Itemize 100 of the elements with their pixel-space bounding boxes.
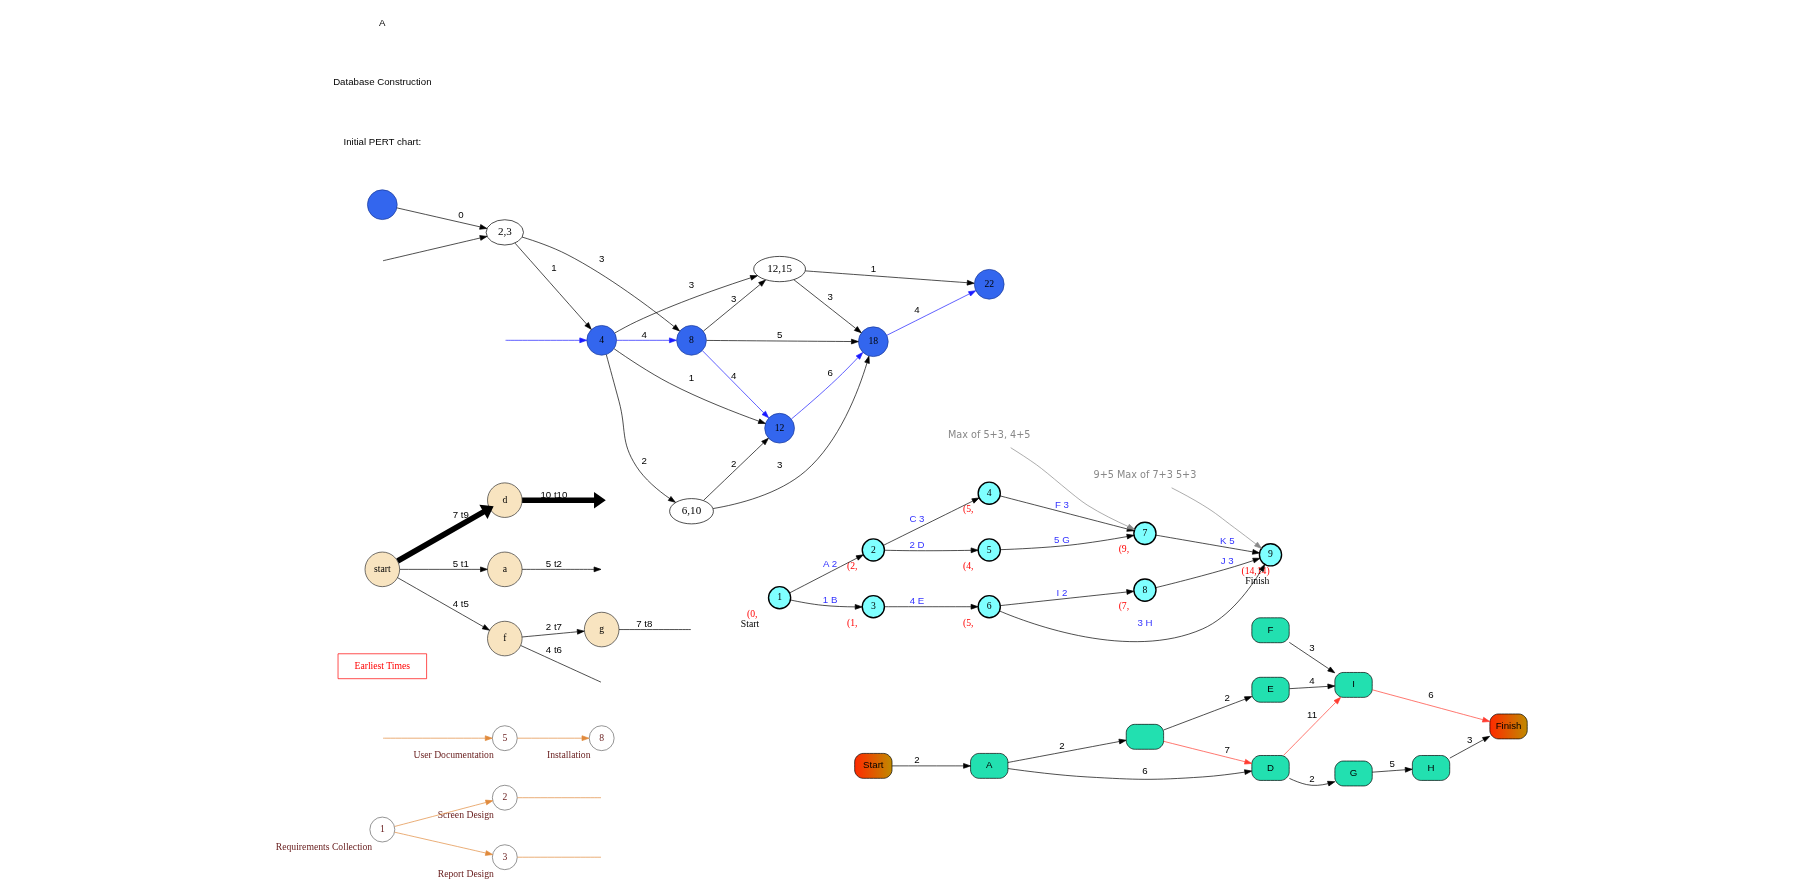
node-label: (5,: [962, 503, 974, 515]
edge-label: 1: [551, 261, 557, 273]
edge-label: 2: [641, 454, 647, 466]
arrow: [396, 504, 494, 564]
arrow: [399, 566, 488, 573]
arrow: [382, 235, 488, 262]
edge-label: 11: [1307, 709, 1318, 721]
node-circle: 12: [764, 412, 795, 444]
node-box: A: [970, 753, 1009, 779]
edge-label: 3: [730, 292, 737, 304]
node-label: Finish: [1245, 575, 1270, 587]
node-circle: f: [487, 620, 523, 657]
node-ellipse: 2,3: [485, 219, 524, 246]
edge-label: 5 t1: [452, 557, 469, 569]
node-circle: 8: [588, 725, 615, 751]
node-circle: 4: [586, 325, 617, 356]
edge-label: 3: [1467, 734, 1473, 746]
edge-label: 3: [688, 278, 695, 290]
node-label: Screen Design: [437, 808, 494, 820]
edge-label: 1: [870, 262, 877, 274]
arrow: [396, 207, 488, 230]
node-circle: 7: [1133, 521, 1157, 546]
edge-label: 2: [1309, 772, 1315, 784]
node-label: (1,: [847, 616, 858, 628]
node-circle: 1: [369, 816, 396, 843]
arrow: [886, 290, 977, 336]
label: Database Construction: [333, 76, 432, 88]
arrow: [883, 497, 980, 546]
label: A: [379, 16, 386, 28]
arrow: [1163, 741, 1253, 765]
arrow: [1000, 533, 1135, 550]
edge-label: 4 t6: [545, 643, 562, 655]
node-label: Requirements Collection: [275, 840, 373, 852]
node-circle: 5: [492, 725, 518, 751]
arrow: [1155, 534, 1260, 555]
edge-label: 3 H: [1137, 617, 1153, 629]
edge-label: 2: [730, 458, 737, 470]
node-circle: 2: [492, 784, 518, 811]
arrow: [382, 735, 493, 741]
arrow: [1372, 689, 1490, 723]
node-circle: 2: [861, 538, 886, 562]
label: Initial PERT chart:: [343, 135, 422, 147]
edge-label: 4: [1309, 675, 1315, 687]
arrow: [1171, 487, 1262, 549]
arrow: [790, 599, 863, 610]
arrow: [521, 566, 602, 573]
arrow: [1289, 683, 1336, 690]
edge-label: 3: [1309, 642, 1315, 654]
node-box: I: [1334, 672, 1373, 698]
node-box: H: [1412, 755, 1451, 781]
node-label: Start: [740, 617, 760, 629]
arrow: [891, 763, 971, 769]
connector: [517, 856, 602, 858]
node-label: (9,: [1118, 543, 1130, 555]
arrow: [517, 735, 590, 741]
node-text: Max of 5+3, 4+5: [948, 428, 1031, 440]
connector: [517, 797, 602, 799]
node-box: F: [1251, 617, 1290, 644]
edge-label: 1 B: [822, 593, 838, 605]
arrow: [791, 352, 864, 420]
arrow: [702, 350, 769, 419]
arrow: [999, 564, 1266, 642]
node-label: (4,: [962, 559, 974, 571]
node-circle: 1: [767, 585, 792, 610]
arrow: [1163, 696, 1253, 731]
node-circle: 3: [492, 844, 518, 870]
edge-label: F 3: [1054, 498, 1069, 510]
node-label: (7,: [1118, 599, 1130, 611]
arrow: [1449, 736, 1491, 759]
node-box: G: [1334, 760, 1373, 787]
node-circle: 6: [977, 594, 1001, 619]
node-circle: 5: [977, 538, 1001, 562]
node-label: (0,: [747, 607, 758, 619]
arrow: [521, 629, 585, 638]
node-label: User Documentation: [413, 749, 494, 761]
arrow: [514, 242, 592, 330]
node-box: D: [1251, 755, 1290, 781]
arrow: [703, 279, 766, 332]
node-circle: 9: [1258, 543, 1283, 567]
edge-label: J 3: [1220, 554, 1234, 566]
node-box: Finish: [1489, 713, 1528, 740]
edge-label: 4: [730, 369, 737, 381]
connector: [520, 645, 602, 683]
node-label: (2,: [847, 559, 858, 571]
arrow: [522, 491, 606, 509]
arrow: [706, 338, 859, 345]
edge-label: 5: [776, 328, 783, 340]
node-circle: start: [364, 551, 400, 587]
arrow: [999, 589, 1135, 606]
node-label: (14,14): [1241, 564, 1270, 576]
edge-label: 10 t10: [540, 488, 568, 500]
node-circle: 8: [676, 325, 707, 356]
edge-label: 1: [688, 371, 695, 383]
arrow: [884, 547, 979, 554]
edge-label: 5 G: [1054, 533, 1070, 545]
edge-label: 7: [1224, 743, 1230, 755]
node-label: Report Design: [437, 868, 494, 880]
edge-label: 3: [827, 291, 833, 303]
edge-label: 3: [598, 252, 605, 264]
arrow: [1289, 642, 1336, 674]
